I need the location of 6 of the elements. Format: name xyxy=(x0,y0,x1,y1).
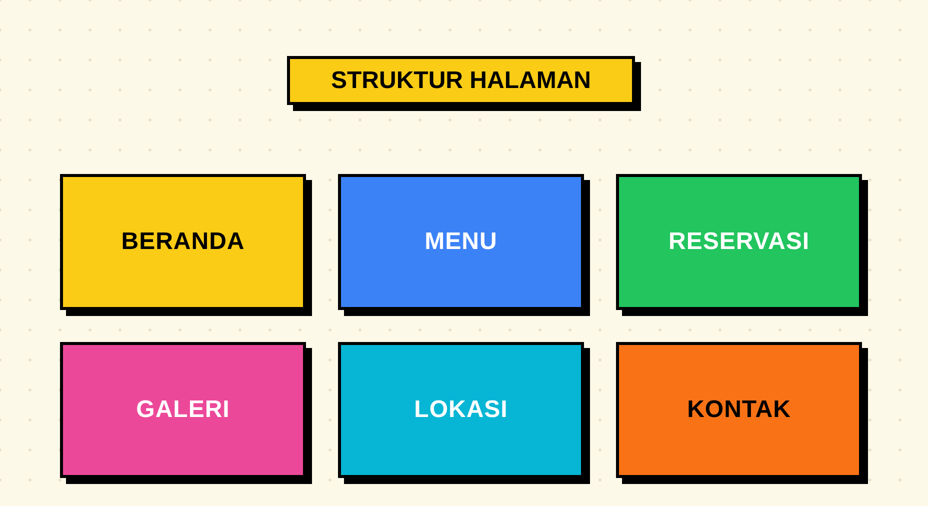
page-label: RESERVASI xyxy=(668,228,810,256)
page-label: LOKASI xyxy=(414,396,508,424)
page-label: KONTAK xyxy=(687,396,791,424)
page-label: GALERI xyxy=(136,396,230,424)
page-label: BERANDA xyxy=(121,228,245,256)
page-label: MENU xyxy=(424,228,498,256)
